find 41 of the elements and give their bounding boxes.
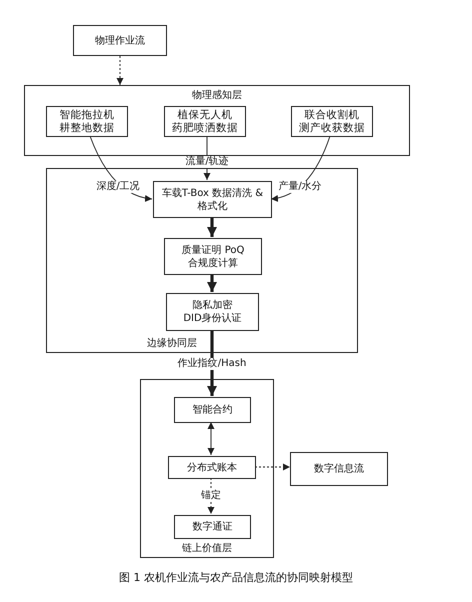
process-box [174, 397, 251, 423]
box-label: 车载T-Box 数据清洗 & 格式化 [160, 186, 264, 212]
box-label: 物理作业流 [94, 34, 146, 47]
layer-panel [24, 85, 410, 156]
arrow [208, 478, 214, 514]
process-box [166, 293, 259, 331]
edge-label: 深度/工况 [95, 181, 141, 193]
process-box [46, 106, 128, 137]
layer-heading: 物理感知层 [192, 90, 242, 102]
process-box [290, 452, 388, 486]
process-box [164, 238, 262, 275]
layer-panel [46, 168, 358, 353]
layer-panel [140, 379, 274, 558]
box-label: 智能拖拉机耕整地数据 [58, 108, 116, 134]
box-label: 植保无人机药肥喷洒数据 [171, 108, 239, 134]
process-box [164, 106, 246, 137]
edge-label: 作业指纹/Hash [176, 358, 248, 370]
edge-label: 产量/水分 [277, 181, 323, 193]
arrow [207, 274, 217, 292]
box-label: 质量证明 PoQ 合规度计算 [180, 244, 246, 270]
layer-heading: 边缘协同层 [147, 338, 197, 350]
edge-label: 锚定 [200, 490, 222, 502]
arrow [116, 56, 124, 86]
arrow [208, 422, 214, 456]
box-label: 智能合约 [192, 404, 234, 416]
arrow [254, 464, 290, 470]
process-box [153, 181, 272, 218]
arrow [207, 330, 217, 396]
arrow [207, 217, 217, 237]
layer-heading: 链上价值层 [182, 543, 232, 555]
box-label: 联合收割机测产收获数据 [298, 108, 366, 134]
process-box [168, 456, 256, 479]
edge-label: 流量/轨迹 [184, 156, 230, 168]
process-box [174, 515, 251, 539]
box-label: 隐私加密 DID身份认证 [182, 299, 243, 325]
box-label: 数字通证 [192, 520, 234, 534]
box-label: 数字信息流 [313, 462, 365, 476]
figure-caption: 图 1 农机作业流与农产品信息流的协同映射模型 [119, 570, 353, 585]
process-box [291, 106, 373, 137]
process-box [73, 25, 167, 56]
box-label: 分布式账本 [186, 461, 238, 474]
